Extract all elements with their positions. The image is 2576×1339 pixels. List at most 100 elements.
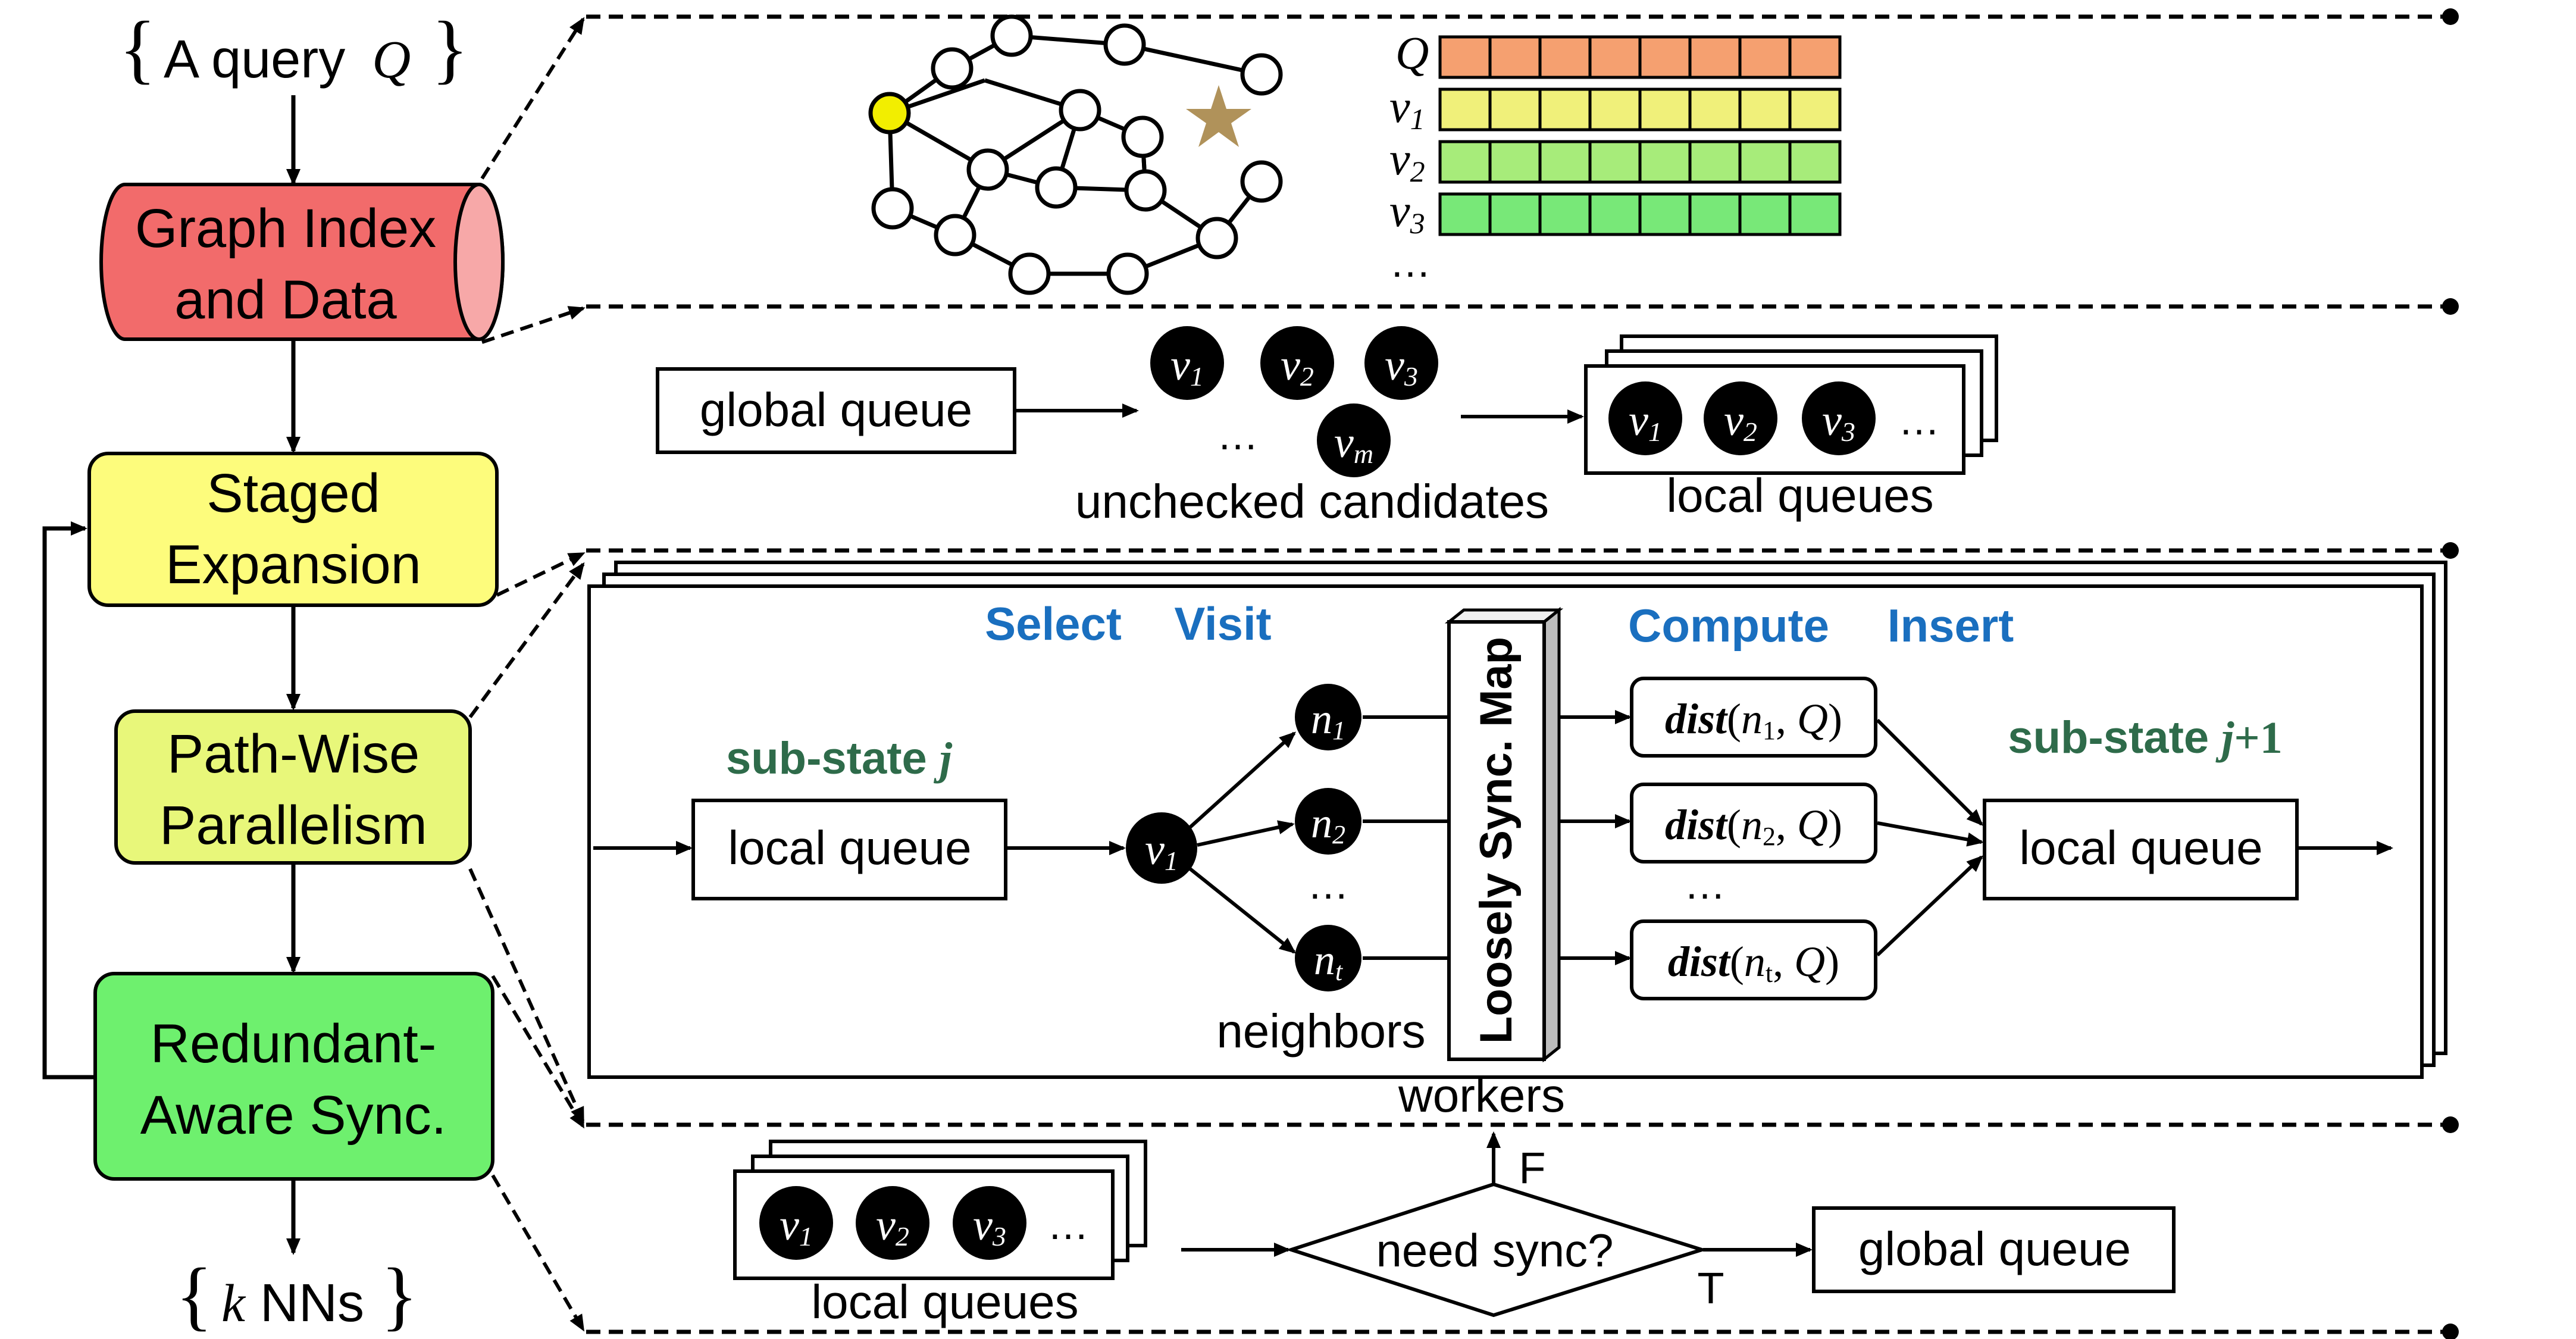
edge-v1-nt (1189, 867, 1297, 954)
output-suffix: NNs (260, 1274, 364, 1333)
dist-fn-2: dist (1665, 801, 1728, 849)
query-vector-cell (1588, 35, 1642, 79)
svg-text:k NNs: k NNs (221, 1274, 364, 1333)
candidate-3-sub: 3 (1404, 361, 1418, 392)
v3-vector-cell (1438, 192, 1492, 236)
svg-text:v1: v1 (1629, 396, 1662, 447)
stage-connectors (468, 17, 586, 1332)
separators (586, 14, 2450, 1334)
svg-text:v2: v2 (876, 1201, 909, 1252)
dist-q-t: Q (1794, 938, 1825, 986)
select-label: Select (985, 597, 1122, 650)
dist-arg-2: n (1741, 801, 1763, 849)
v1-node-sub: 1 (1165, 846, 1178, 876)
pipeline: { A query Q } Graph Index and Data Stage… (42, 6, 505, 1338)
stage-pathwise-line1: Path-Wise (167, 724, 420, 784)
local-item-3: v (1822, 396, 1842, 445)
row-label-v2-sub: 2 (1410, 155, 1425, 188)
stage-redundant-line1: Redundant- (151, 1013, 437, 1074)
svg-text:v3: v3 (973, 1201, 1006, 1252)
svg-text:sub-state j: sub-state j (726, 733, 953, 784)
v2-vector-cell (1688, 140, 1742, 184)
v1-node-label: v (1145, 825, 1165, 874)
svg-text:v3: v3 (1385, 341, 1418, 392)
v2-vector-cell (1738, 140, 1792, 184)
output-brace-left: { (176, 1253, 212, 1338)
v3-vector-cell (1488, 192, 1542, 236)
rows-ellipsis: … (1389, 239, 1431, 286)
neighbor-1: n (1311, 695, 1332, 743)
row-label-v2: v (1389, 133, 1410, 184)
panel-staged: global queue v1 v2 v3 vm … unchecked can… (656, 326, 1998, 528)
input-var: Q (372, 30, 411, 89)
svg-text:dist(n2, Q): dist(n2, Q) (1665, 801, 1842, 851)
v1-vector-cell (1438, 87, 1492, 132)
neighbor-t: n (1314, 936, 1335, 984)
svg-text:dist(n1, Q): dist(n1, Q) (1665, 695, 1842, 745)
v3-vector (1438, 192, 1842, 236)
svg-text:v2: v2 (1389, 133, 1425, 188)
stage-staged-line2: Expansion (165, 534, 421, 595)
dist-arg-2-sub: 2 (1763, 822, 1776, 851)
svg-text:v2: v2 (1724, 396, 1757, 447)
v1-vector-cell (1638, 87, 1692, 132)
insert-label: Insert (1888, 599, 2014, 652)
candidate-2-sub: 2 (1300, 361, 1314, 392)
true-label: T (1697, 1263, 1724, 1313)
stage-graph-index: Graph Index and Data (99, 183, 505, 341)
query-vector-cell (1438, 35, 1492, 79)
svg-text:v1: v1 (1170, 341, 1204, 392)
input-prefix: A query (164, 30, 345, 89)
svg-text:nt: nt (1314, 936, 1344, 986)
global-queue-label: global queue (700, 383, 972, 436)
dist-q-2: Q (1797, 801, 1828, 849)
svg-text:v2: v2 (1281, 341, 1314, 392)
v3-vector-cell (1588, 192, 1642, 236)
v1-vector (1438, 87, 1842, 132)
substate-j1-prefix: sub-state (2008, 712, 2221, 763)
v1-vector-cell (1488, 87, 1542, 132)
stage-staged-line1: Staged (206, 463, 380, 524)
neighbor-t-sub: t (1335, 957, 1344, 986)
stage-staged-expansion: Staged Expansion (87, 452, 499, 607)
sync-items-ellipsis: … (1047, 1202, 1089, 1248)
sync-item-1: v (780, 1201, 799, 1250)
v1-vector-cell (1588, 87, 1642, 132)
v1-vector-cell (1738, 87, 1792, 132)
sync-local-queues-label: local queues (811, 1275, 1078, 1328)
local-queue-out-label: local queue (2019, 821, 2262, 874)
v1-vector-cell (1688, 87, 1742, 132)
candidate-nodes: v1 v2 v3 vm … (1150, 326, 1438, 477)
panel-pathwise: Select Visit Compute Insert sub-state j … (587, 561, 2447, 1122)
sync-item-2-sub: 2 (896, 1221, 909, 1252)
candidate-m-sub: m (1354, 439, 1373, 469)
svg-text:vm: vm (1334, 418, 1373, 469)
v2-vector-cell (1588, 140, 1642, 184)
v3-vector-cell (1738, 192, 1792, 236)
substate-j-prefix: sub-state (726, 733, 940, 784)
panel-graph: Q v1 v2 v3 … (868, 14, 1842, 295)
dist-arg-1-sub: 1 (1763, 716, 1776, 745)
query-vector-cell (1538, 35, 1592, 79)
sync-map-label: Loosely Sync. Map (1471, 637, 1522, 1044)
query-vector-cell (1738, 35, 1792, 79)
v2-vector-cell (1438, 140, 1492, 184)
stage-graph-index-line1: Graph Index (135, 198, 436, 259)
false-label: F (1519, 1143, 1545, 1193)
local-queues-label: local queues (1666, 469, 1933, 522)
svg-text:v3: v3 (1389, 184, 1425, 240)
stage-path-wise: Path-Wise Parallelism (114, 709, 472, 865)
star-icon (1186, 85, 1251, 147)
v2-vector-cell (1638, 140, 1692, 184)
substate-j1-suffix: +1 (2234, 713, 2282, 763)
v3-vector-cell (1688, 192, 1742, 236)
local-queue-in-label: local queue (728, 821, 971, 874)
row-label-v1: v (1389, 80, 1410, 132)
v1-vector-cell (1788, 87, 1842, 132)
unchecked-candidates-label: unchecked candidates (1075, 475, 1549, 528)
svg-text:v1: v1 (1145, 825, 1178, 876)
query-vector-cell (1488, 35, 1542, 79)
svg-text:sub-state j+1: sub-state j+1 (2008, 712, 2282, 763)
candidate-1: v (1170, 341, 1190, 390)
